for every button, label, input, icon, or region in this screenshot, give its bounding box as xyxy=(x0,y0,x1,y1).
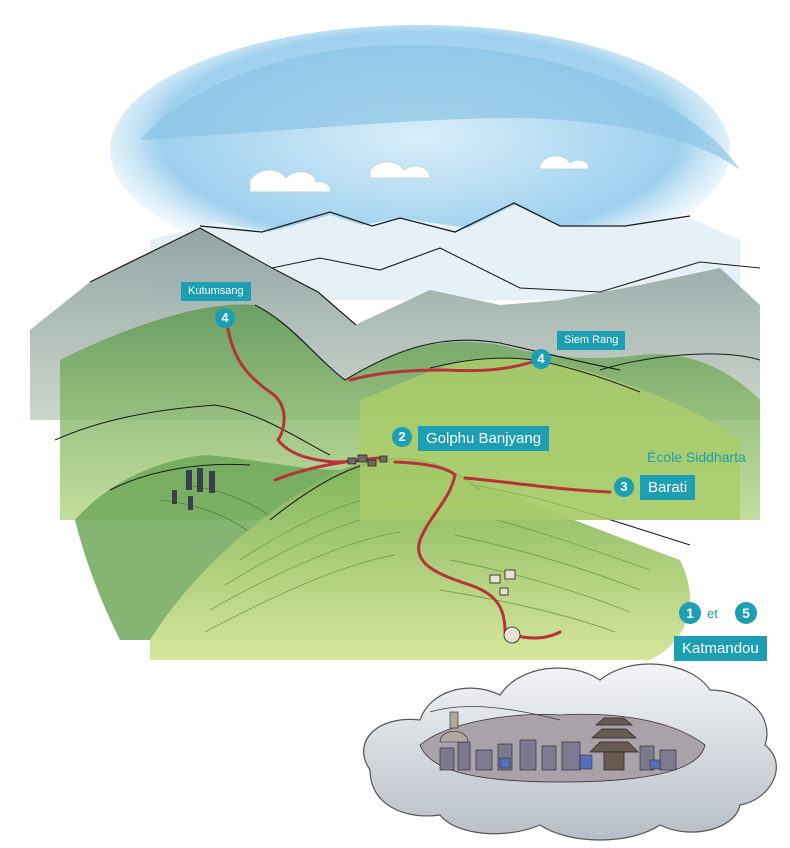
sky-wash xyxy=(110,25,740,275)
snowy-peaks xyxy=(150,202,740,300)
place-label-golphu-banjyang: Golphu Banjyang xyxy=(418,426,550,451)
chortens xyxy=(172,468,215,510)
katmandou-cloud xyxy=(363,663,777,841)
place-label-barati: Barati xyxy=(640,475,696,500)
stupa-icon xyxy=(439,711,469,743)
school-label: École Siddharta xyxy=(647,449,746,465)
place-label-katmandou: Katmandou xyxy=(674,636,767,661)
step-badge-barati: 3 xyxy=(614,477,634,497)
step-badge-katmandou-last: 5 xyxy=(735,602,757,624)
hamlet xyxy=(489,569,521,644)
step-badge-katmandou-first: 1 xyxy=(679,602,701,624)
step-badge-siem-rang: 4 xyxy=(531,349,551,369)
step-badge-kutumsang: 4 xyxy=(215,308,235,328)
connector-text: et xyxy=(707,606,718,621)
place-label-siem-rang: Siem Rang xyxy=(557,331,626,350)
step-badge-golphu-banjyang: 2 xyxy=(392,427,412,447)
village-golphu xyxy=(347,454,388,467)
place-label-kutumsang: Kutumsang xyxy=(181,282,251,301)
pagoda-icon xyxy=(589,717,639,771)
